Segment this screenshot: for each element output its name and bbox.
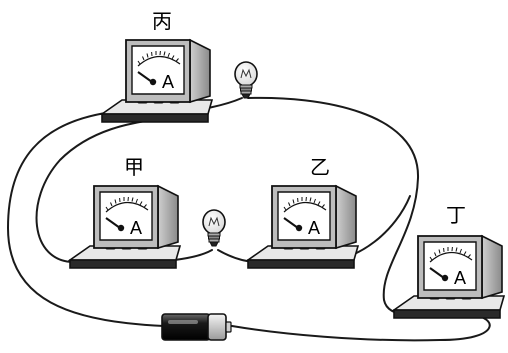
ammeter-ding-unit: A (454, 268, 466, 288)
bulb-top-icon (234, 61, 258, 99)
ammeter-yi-label: 乙 (310, 155, 330, 179)
wire-outer-left (6, 111, 165, 327)
ammeter-ding: A (393, 235, 505, 319)
ammeter-bing-label: 丙 (152, 9, 172, 33)
ammeter-yi-unit: A (308, 218, 320, 238)
ammeter-jia: A (69, 185, 181, 269)
ammeter-bing: A (101, 39, 213, 123)
wire-ding-to-battery (231, 313, 491, 342)
battery-icon (161, 313, 232, 341)
ammeter-jia-unit: A (130, 218, 142, 238)
bulb-middle-icon (202, 209, 226, 247)
ammeter-ding-label: 丁 (446, 203, 466, 227)
wire-to-jia (35, 117, 169, 263)
ammeter-yi: A (247, 185, 359, 269)
ammeter-bing-unit: A (162, 72, 174, 92)
wire-bulb-top-outer-right (247, 96, 420, 315)
ammeter-jia-label: 甲 (124, 155, 144, 179)
